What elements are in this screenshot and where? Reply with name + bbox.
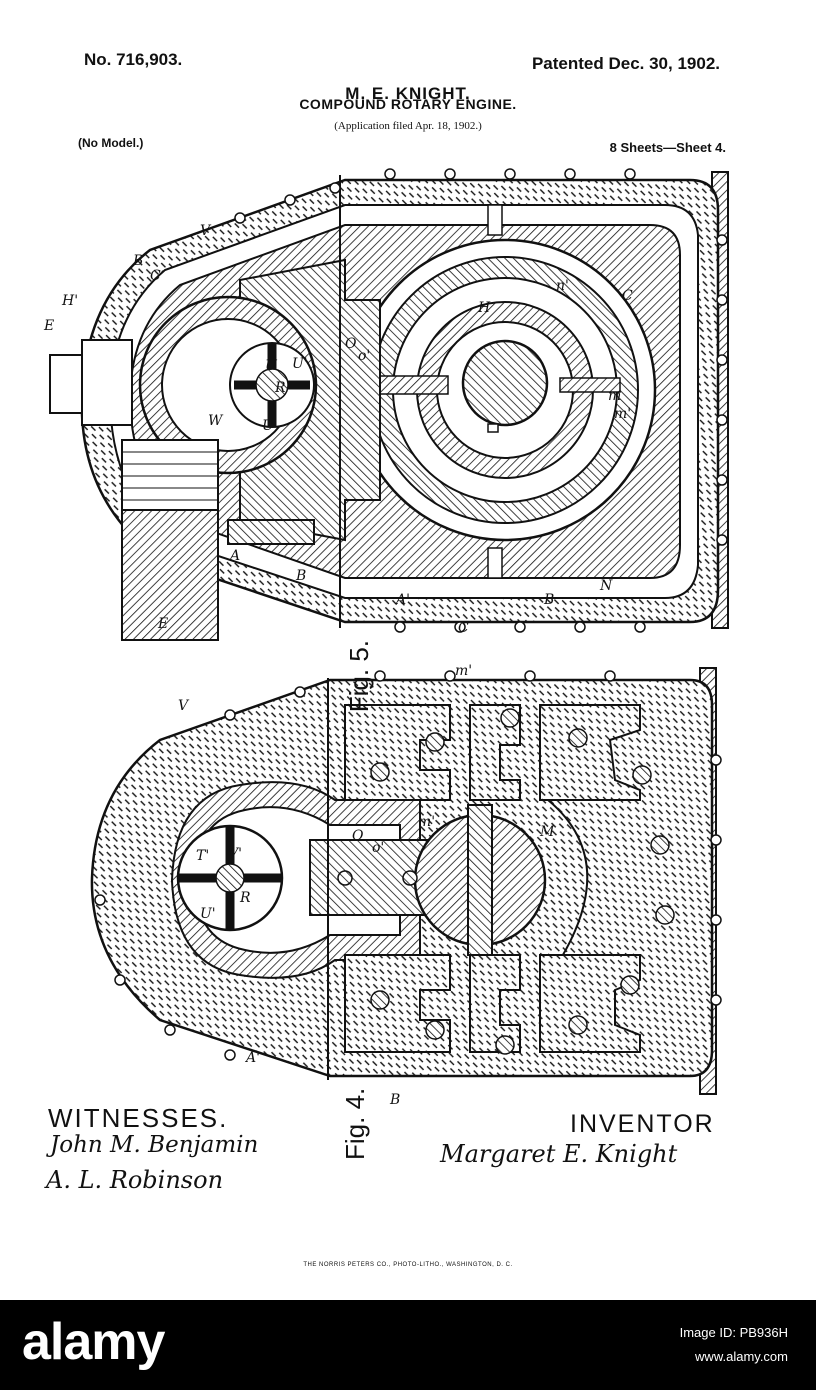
witnesses-heading: WITNESSES.: [48, 1103, 229, 1133]
svg-text:H: H: [477, 300, 491, 316]
model-note: (No Model.): [78, 136, 144, 150]
svg-text:A: A: [228, 548, 240, 564]
svg-text:C: C: [458, 620, 469, 636]
svg-text:O: O: [352, 828, 364, 844]
watermark-url: www.alamy.com: [695, 1349, 788, 1364]
svg-text:U: U: [262, 418, 275, 434]
patent-number: No. 716,903.: [84, 50, 183, 69]
svg-text:U: U: [265, 358, 278, 374]
svg-text:o': o': [372, 840, 384, 856]
printer-imprint: THE NORRIS PETERS CO., PHOTO-LITHO., WAS…: [303, 1262, 513, 1268]
svg-text:B: B: [543, 592, 554, 608]
svg-text:m: m: [608, 388, 621, 404]
witness-signature-1: John M. Benjamin: [50, 1132, 259, 1158]
figure-4-caption: Fig. 4.: [340, 1088, 370, 1160]
patent-title: COMPOUND ROTARY ENGINE.: [299, 96, 517, 112]
svg-text:H': H': [61, 293, 78, 309]
svg-text:m': m': [418, 814, 435, 830]
svg-text:A': A': [244, 1050, 260, 1066]
svg-text:R: R: [274, 380, 286, 396]
patent-date: Patented Dec. 30, 1902.: [531, 54, 720, 73]
svg-text:m': m': [614, 406, 631, 422]
svg-text:V': V': [228, 846, 242, 862]
svg-text:V: V: [200, 223, 212, 239]
svg-text:n': n': [556, 278, 569, 294]
witness-signature-2: A. L. Robinson: [46, 1166, 224, 1194]
svg-text:A': A': [394, 592, 410, 608]
svg-text:R: R: [239, 890, 251, 906]
svg-text:V: V: [178, 698, 190, 714]
inventor-heading: INVENTOR: [570, 1110, 715, 1138]
watermark-image-id: Image ID: PB936H: [679, 1325, 788, 1340]
svg-text:W: W: [208, 413, 224, 429]
svg-text:C: C: [150, 268, 161, 284]
svg-text:B: B: [295, 568, 306, 584]
svg-text:E: E: [157, 616, 168, 632]
svg-text:U': U': [200, 906, 216, 922]
figure-5-caption: Fig. 5.: [344, 640, 374, 712]
svg-text:U': U': [292, 356, 308, 372]
svg-text:E: E: [43, 318, 54, 334]
inventor-name: M. E. KNIGHT.: [345, 84, 471, 103]
inventor-signature: Margaret E. Knight: [440, 1140, 678, 1168]
svg-text:C: C: [622, 288, 633, 304]
patent-sheet: No. 716,903. Patented Dec. 30, 1902. M. …: [43, 50, 729, 1268]
engine-drawing: VBC EH'W UU'R UOo' Hn'm' mCA BA'C BNE: [43, 168, 729, 1160]
svg-text:m': m': [455, 663, 472, 679]
svg-text:o': o': [358, 348, 370, 364]
svg-text:M: M: [539, 824, 555, 840]
svg-text:O: O: [345, 336, 357, 352]
svg-text:T': T': [196, 848, 209, 864]
watermark-brand: alamy: [22, 1313, 165, 1371]
watermark-band: [0, 1300, 816, 1390]
svg-text:B: B: [132, 253, 143, 269]
figure-4: V T' V' U' R O o' m' M m' A' B: [90, 663, 722, 1108]
svg-text:B: B: [389, 1092, 400, 1108]
sheet-count: 8 Sheets—Sheet 4.: [609, 140, 726, 155]
application-filed: (Application filed Apr. 18, 1902.): [334, 120, 482, 132]
svg-text:N: N: [599, 578, 613, 594]
